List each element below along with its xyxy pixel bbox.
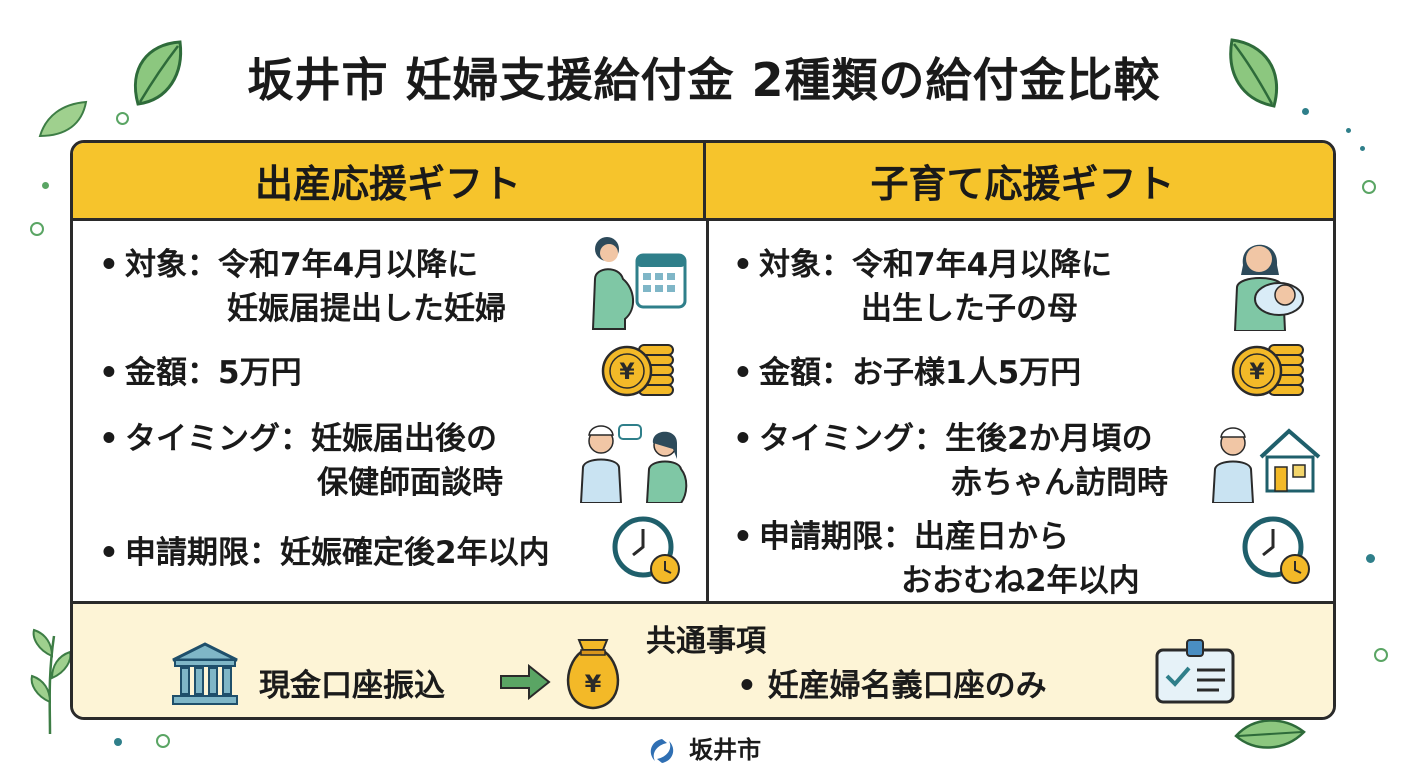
- dot-decoration: [156, 734, 170, 748]
- account-note-text: 妊産婦名義口座のみ: [767, 668, 1047, 704]
- dot-decoration: [116, 112, 129, 125]
- dot-decoration: [1360, 146, 1365, 151]
- row-value: 妊娠確定後2年以内: [280, 535, 550, 571]
- pregnant-woman-calendar-icon: [591, 237, 687, 330]
- bullet: •: [99, 355, 119, 391]
- yen-coins-icon: ¥: [601, 344, 674, 397]
- row-value: 生後2か月頃の: [945, 421, 1153, 457]
- bullet: •: [733, 355, 753, 391]
- row-colon: ：: [187, 355, 218, 391]
- bank-icon: [172, 642, 238, 705]
- comparison-board: 出産応援ギフト 子育て応援ギフト •対象：令和7年4月以降に 妊娠届提出した妊婦…: [70, 140, 1336, 720]
- account-note: • 妊産婦名義口座のみ: [737, 660, 1047, 705]
- row-value-line2: 妊娠届提出した妊婦: [227, 291, 506, 327]
- left-row-deadline: •申請期限：妊娠確定後2年以内: [99, 531, 550, 575]
- row-colon: ：: [280, 421, 311, 457]
- clock-icon: [612, 516, 680, 584]
- page-title: 坂井市 妊婦支援給付金 2種類の給付金比較: [247, 53, 1161, 107]
- left-column-heading: 出産応援ギフト: [73, 143, 706, 221]
- row-value: 出産日から: [914, 519, 1069, 555]
- row-colon: ：: [821, 355, 852, 391]
- leaf-decoration-icon: [133, 40, 183, 106]
- row-label: 対象: [759, 247, 821, 283]
- transfer-text: 現金口座振込: [259, 668, 445, 704]
- row-value-line2: 出生した子の母: [861, 291, 1078, 327]
- row-label: タイミング: [125, 421, 280, 457]
- row-label: 申請期限: [759, 519, 883, 555]
- city-emblem-icon: [650, 739, 674, 763]
- dot-decoration: [30, 222, 44, 236]
- leaf-decoration-icon: [38, 100, 88, 138]
- common-section: 共通事項 現金口座振込 ¥ • 妊産婦名義口座のみ: [73, 601, 1333, 717]
- footer-city-name: 坂井市: [689, 736, 762, 764]
- left-row-amount: •金額：5万円: [99, 351, 302, 395]
- row-colon: ：: [914, 421, 945, 457]
- row-colon: ：: [821, 247, 852, 283]
- right-row-amount: •金額：お子様1人5万円: [733, 351, 1081, 395]
- bullet: •: [99, 535, 119, 571]
- left-row-target: •対象：令和7年4月以降に 妊娠届提出した妊婦: [99, 243, 506, 331]
- row-colon: ：: [883, 519, 914, 555]
- row-value: 5万円: [218, 355, 302, 391]
- leaf-decoration-icon: [1234, 719, 1306, 749]
- dot-decoration: [1366, 554, 1375, 563]
- leaf-decoration-icon: [30, 628, 72, 735]
- row-label: 金額: [125, 355, 187, 391]
- bullet: •: [733, 421, 753, 457]
- id-card-check-icon: [1155, 639, 1235, 704]
- dot-decoration: [114, 738, 122, 746]
- yen-coins-icon: ¥: [1231, 344, 1304, 397]
- leaf-decoration-icon: [1229, 38, 1279, 108]
- right-row-timing: •タイミング：生後2か月頃の 赤ちゃん訪問時: [733, 417, 1168, 505]
- dot-decoration: [1302, 108, 1309, 115]
- nurse-consultation-icon: [579, 424, 688, 503]
- footer-logo: 坂井市: [0, 730, 1408, 765]
- row-label: 申請期限: [125, 535, 249, 571]
- dot-decoration: [1374, 648, 1388, 662]
- bullet: •: [99, 421, 119, 457]
- common-heading: 共通事項: [646, 624, 766, 659]
- row-value: お子様1人5万円: [852, 355, 1082, 391]
- dot-decoration: [1362, 180, 1376, 194]
- row-value: 令和7年4月以降に: [852, 247, 1113, 283]
- row-value: 令和7年4月以降に: [218, 247, 479, 283]
- right-column-heading: 子育て応援ギフト: [706, 143, 1333, 221]
- svg-text:¥: ¥: [1249, 360, 1265, 385]
- arrow-right-icon: [500, 664, 551, 700]
- nurse-home-visit-icon: [1211, 427, 1321, 503]
- clock-icon: [1242, 516, 1310, 584]
- row-value: 妊娠届出後の: [311, 421, 497, 457]
- bullet: •: [733, 247, 753, 283]
- svg-text:¥: ¥: [585, 670, 602, 698]
- row-value-line2: 保健師面談時: [317, 465, 503, 501]
- row-colon: ：: [187, 247, 218, 283]
- bullet: •: [733, 519, 753, 555]
- dot-decoration: [42, 182, 49, 189]
- bullet: •: [737, 668, 757, 704]
- right-row-deadline: •申請期限：出産日から おおむね2年以内: [733, 515, 1140, 603]
- right-row-target: •対象：令和7年4月以降に 出生した子の母: [733, 243, 1112, 331]
- row-value-line2: おおむね2年以内: [901, 563, 1140, 599]
- mother-baby-icon: [1233, 244, 1304, 331]
- row-label: 金額: [759, 355, 821, 391]
- row-label: 対象: [125, 247, 187, 283]
- svg-text:¥: ¥: [619, 360, 635, 385]
- bullet: •: [99, 247, 119, 283]
- left-row-timing: •タイミング：妊娠届出後の 保健師面談時: [99, 417, 503, 505]
- row-colon: ：: [249, 535, 280, 571]
- dot-decoration: [1346, 128, 1351, 133]
- column-divider: [706, 221, 709, 601]
- row-value-line2: 赤ちゃん訪問時: [951, 465, 1168, 501]
- row-label: タイミング: [759, 421, 914, 457]
- money-bag-icon: ¥: [566, 639, 620, 710]
